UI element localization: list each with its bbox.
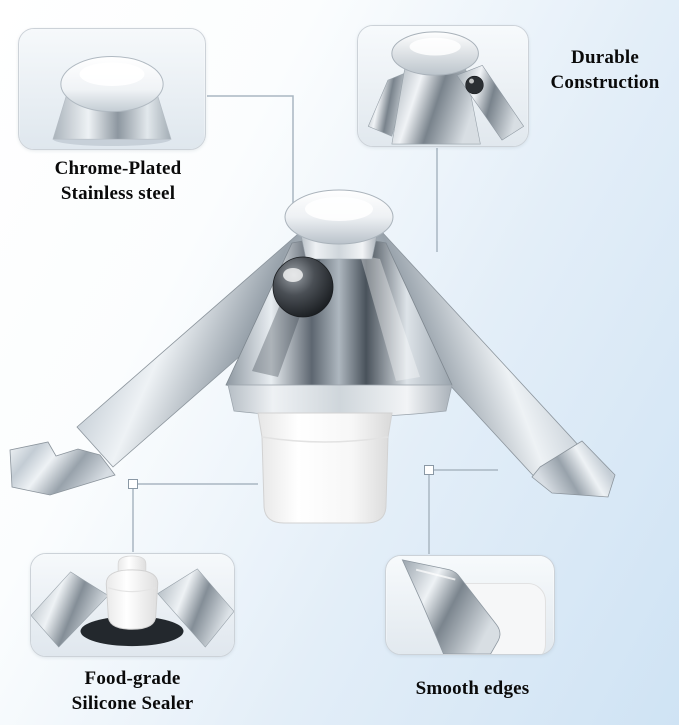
label-chrome-plated-line1: Chrome-Plated xyxy=(54,158,182,179)
label-food-grade-line1: Food-grade xyxy=(84,668,181,689)
chrome-cap-closeup-illustration xyxy=(19,29,205,149)
hinge-closeup-illustration xyxy=(358,26,528,146)
silicone-sealer-closeup-illustration xyxy=(31,554,234,656)
label-durable-line1: Durable xyxy=(571,47,639,68)
label-food-grade: Food-grade Silicone Sealer xyxy=(25,666,240,716)
label-chrome-plated-line2: Stainless steel xyxy=(60,183,176,205)
label-durable-construction: Durable Construction xyxy=(540,45,670,95)
hinge-ball xyxy=(272,256,334,318)
label-chrome-plated: Chrome-Plated Stainless steel xyxy=(18,156,218,206)
left-wing-hook xyxy=(9,441,116,496)
label-durable-line2: Construction xyxy=(550,72,660,94)
label-smooth-edges-text: Smooth edges xyxy=(415,678,530,699)
inset-hinge-lever xyxy=(357,25,529,147)
stopper-cap xyxy=(284,189,394,260)
champagne-stopper-product xyxy=(9,189,616,524)
right-wing-hook xyxy=(531,440,616,498)
inset-smooth-edges xyxy=(385,555,555,655)
label-smooth-edges: Smooth edges xyxy=(380,676,565,701)
stopper-band xyxy=(227,384,453,418)
silicone-plug xyxy=(257,412,393,524)
stopper-bell xyxy=(225,237,453,397)
inset-silicone-sealer xyxy=(30,553,235,657)
smooth-edges-closeup-illustration xyxy=(386,556,554,654)
label-food-grade-line2: Silicone Sealer xyxy=(71,693,194,715)
inset-chrome-cap xyxy=(18,28,206,150)
